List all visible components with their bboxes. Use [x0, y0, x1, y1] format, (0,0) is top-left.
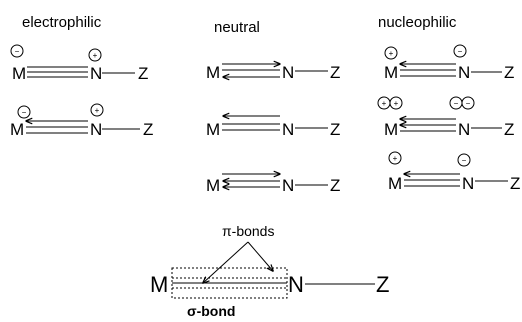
atom-nitrogen: N: [458, 120, 470, 139]
header-nucleophilic: nucleophilic: [378, 14, 457, 31]
pi-pointer-left: [203, 242, 248, 283]
atom-metal: M: [206, 120, 220, 139]
pi-bonds-label: π-bonds: [222, 223, 274, 239]
atom-substituent: Z: [510, 174, 520, 193]
plus-charge: +: [91, 104, 103, 116]
atom-substituent: Z: [138, 64, 148, 83]
atom-metal: M: [12, 64, 26, 83]
minus-charge: −: [450, 97, 462, 109]
electrophilic-structure-2: − + M N Z: [10, 104, 153, 139]
nucleophilic-structure-1: + − M N Z: [384, 45, 514, 82]
sigma-bond-label: σ-bond: [187, 303, 235, 319]
atom-nitrogen-large: N: [288, 272, 304, 297]
atom-nitrogen: N: [90, 120, 102, 139]
nucleophilic-structure-2: + + − − M N Z: [378, 97, 514, 139]
plus-charge: +: [390, 97, 402, 109]
plus-charge: +: [378, 97, 390, 109]
atom-metal: M: [206, 176, 220, 195]
atom-metal: M: [384, 63, 398, 82]
atom-substituent: Z: [504, 63, 514, 82]
atom-substituent: Z: [143, 120, 153, 139]
svg-text:+: +: [93, 51, 98, 60]
header-neutral: neutral: [214, 19, 260, 36]
svg-text:+: +: [394, 99, 399, 108]
atom-substituent: Z: [504, 120, 514, 139]
atom-nitrogen: N: [282, 176, 294, 195]
svg-text:+: +: [95, 106, 100, 115]
header-electrophilic: electrophilic: [22, 14, 102, 31]
svg-text:−: −: [15, 47, 20, 56]
atom-metal: M: [10, 120, 24, 139]
plus-charge: +: [385, 47, 397, 59]
minus-charge: −: [18, 106, 30, 118]
svg-text:−: −: [454, 99, 459, 108]
atom-substituent: Z: [330, 120, 340, 139]
svg-text:+: +: [389, 49, 394, 58]
svg-text:+: +: [382, 99, 387, 108]
neutral-structure-3: M N Z: [206, 174, 340, 195]
atom-metal: M: [384, 120, 398, 139]
atom-nitrogen: N: [462, 174, 474, 193]
atom-metal: M: [206, 63, 220, 82]
minus-charge: −: [11, 45, 23, 57]
minus-charge: −: [458, 154, 470, 166]
svg-text:−: −: [458, 47, 463, 56]
atom-substituent: Z: [330, 176, 340, 195]
atom-nitrogen: N: [282, 63, 294, 82]
atom-nitrogen: N: [282, 120, 294, 139]
atom-metal: M: [388, 174, 402, 193]
pi-pointer-right: [248, 242, 273, 271]
neutral-structure-2: M N Z: [206, 116, 340, 139]
minus-charge: −: [454, 45, 466, 57]
svg-text:−: −: [462, 156, 467, 165]
minus-charge: −: [462, 97, 474, 109]
svg-text:+: +: [393, 154, 398, 163]
plus-charge: +: [389, 152, 401, 164]
neutral-structure-1: M N Z: [206, 63, 340, 82]
atom-substituent: Z: [330, 63, 340, 82]
bonding-scheme: π-bonds M N Z σ-bond: [150, 223, 389, 319]
electrophilic-structure-1: − + M N Z: [11, 45, 148, 83]
svg-text:−: −: [466, 99, 471, 108]
atom-substituent-large: Z: [376, 272, 389, 297]
svg-text:−: −: [22, 108, 27, 117]
atom-nitrogen: N: [458, 63, 470, 82]
plus-charge: +: [89, 49, 101, 61]
atom-metal-large: M: [150, 272, 168, 297]
nucleophilic-structure-3: + − M N Z: [388, 152, 520, 193]
atom-nitrogen: N: [90, 64, 102, 83]
